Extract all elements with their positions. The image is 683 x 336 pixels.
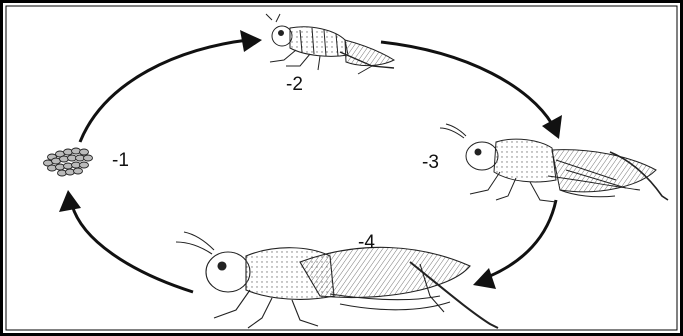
stage-label-4: -4 bbox=[358, 232, 375, 253]
stage-label-2: -2 bbox=[286, 74, 303, 95]
stage-label-1: -1 bbox=[112, 150, 129, 171]
stage-label-3: -3 bbox=[422, 152, 439, 173]
